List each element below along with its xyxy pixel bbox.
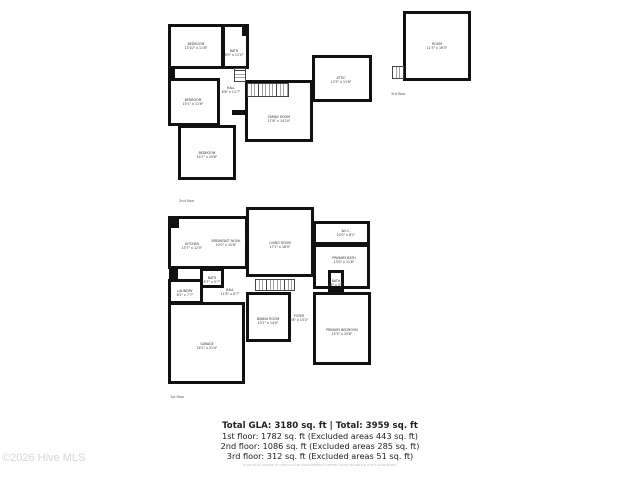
third-floor-area: 3rd floor: 312 sq. ft (Excluded areas 51… [226, 451, 414, 461]
bedroom-3 [178, 125, 236, 180]
attic [312, 55, 372, 102]
floor-label: 2nd floor [179, 199, 195, 203]
first-floor-area: 1st floor: 1782 sq. ft (Excluded areas 4… [222, 431, 418, 441]
wic [313, 221, 370, 245]
stairs [247, 83, 289, 97]
stairs [255, 279, 295, 291]
counter-block [169, 218, 179, 228]
living-room [246, 207, 314, 277]
area-summary: Total GLA: 3180 sq. ft | Total: 3959 sq.… [0, 421, 640, 461]
second-floor-area: 2nd floor: 1086 sq. ft (Excluded areas 2… [220, 441, 420, 451]
dining-room [246, 292, 291, 342]
closet-block [232, 110, 246, 115]
total-area: Total GLA: 3180 sq. ft | Total: 3959 sq.… [222, 421, 418, 431]
bath-small [328, 270, 344, 292]
garage [168, 302, 245, 384]
closet-block [242, 24, 249, 36]
family-room [245, 80, 313, 142]
stairs [392, 66, 404, 79]
primary-bedroom [313, 292, 371, 365]
counter-block [169, 269, 178, 279]
stairs [234, 68, 246, 82]
room-3f [403, 11, 471, 81]
floor-label: 1st floor [170, 395, 185, 399]
watermark: ©2026 Hive MLS [2, 452, 86, 464]
bath-1f [200, 268, 224, 288]
room-label: W.I.C.10'0" x 8'1" [336, 229, 356, 237]
floor-label: 3rd floor [391, 92, 406, 96]
closet-block [168, 66, 175, 78]
disclaimer: FLOOR PLAN CREATED BY CUBICASA APP. MEAS… [242, 463, 398, 467]
bath-2f [222, 24, 249, 69]
bedroom-2 [168, 78, 220, 126]
